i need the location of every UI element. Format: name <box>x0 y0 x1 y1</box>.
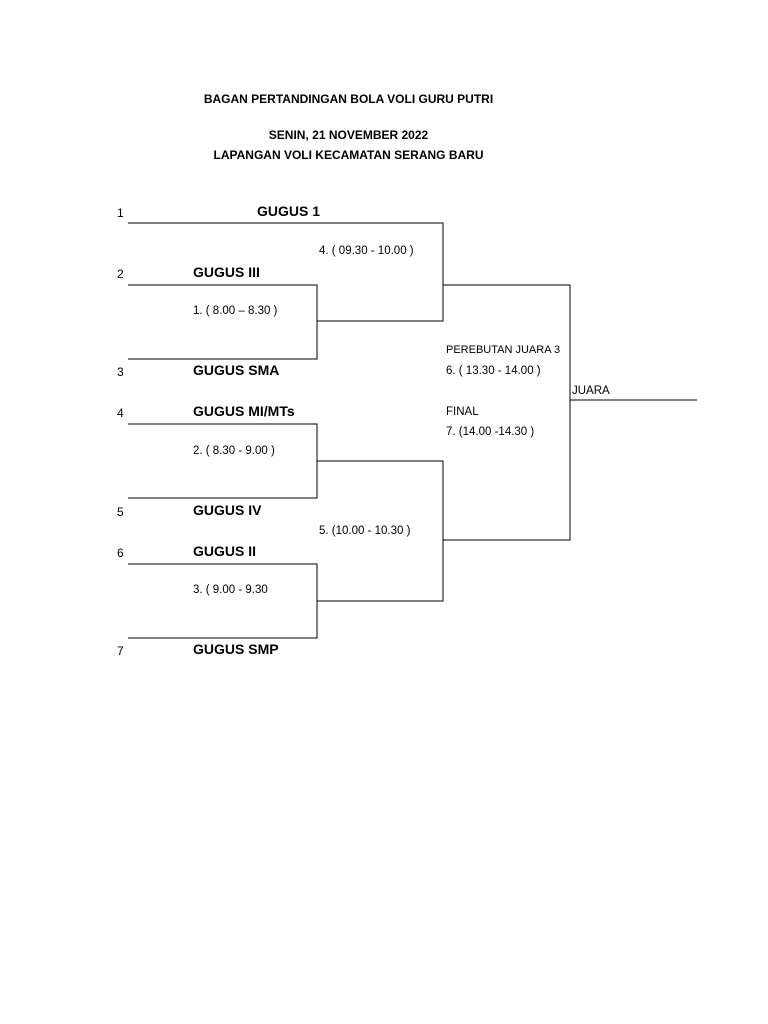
team-number-5: 5 <box>117 505 124 519</box>
team-number-4: 4 <box>117 406 124 420</box>
champion-label: JUARA <box>572 385 610 397</box>
match-label-5: 5. (10.00 - 10.30 ) <box>319 525 411 537</box>
team-number-2: 2 <box>117 267 124 281</box>
bracket-line-team-1 <box>128 222 444 322</box>
team-number-3: 3 <box>117 365 124 379</box>
third-place-label: PEREBUTAN JUARA 3 <box>446 344 561 356</box>
final-label: FINAL <box>446 406 479 418</box>
match-label-1: 1. ( 8.00 – 8.30 ) <box>193 305 278 317</box>
bracket-title: BAGAN PERTANDINGAN BOLA VOLI GURU PUTRI <box>203 92 494 106</box>
match-label-6: 6. ( 13.30 - 14.00 ) <box>446 365 541 377</box>
team-name-7: GUGUS SMP <box>193 641 279 657</box>
match-label-4: 4. ( 09.30 - 10.00 ) <box>319 245 414 257</box>
bracket-line-match-5 <box>317 460 444 602</box>
match-label-3: 3. ( 9.00 - 9.30 <box>193 584 268 596</box>
team-number-1: 1 <box>117 206 124 220</box>
team-number-6: 6 <box>117 546 124 560</box>
bracket-line-match-1 <box>128 284 318 360</box>
bracket-line-match-2 <box>128 423 318 499</box>
team-name-5: GUGUS IV <box>193 502 262 518</box>
bracket-line-final <box>443 284 571 541</box>
team-name-4: GUGUS MI/MTs <box>193 403 295 419</box>
team-name-2: GUGUS III <box>193 264 260 280</box>
team-name-3: GUGUS SMA <box>193 362 280 378</box>
match-label-7: 7. (14.00 -14.30 ) <box>446 426 535 438</box>
match-label-2: 2. ( 8.30 - 9.00 ) <box>193 445 275 457</box>
team-name-1: GUGUS 1 <box>257 203 321 219</box>
bracket-line-match-3 <box>128 563 318 639</box>
venue: LAPANGAN VOLI KECAMATAN SERANG BARU <box>213 148 484 162</box>
team-number-7: 7 <box>117 644 124 658</box>
match-date: SENIN, 21 NOVEMBER 2022 <box>268 128 429 142</box>
team-name-6: GUGUS II <box>193 543 257 559</box>
